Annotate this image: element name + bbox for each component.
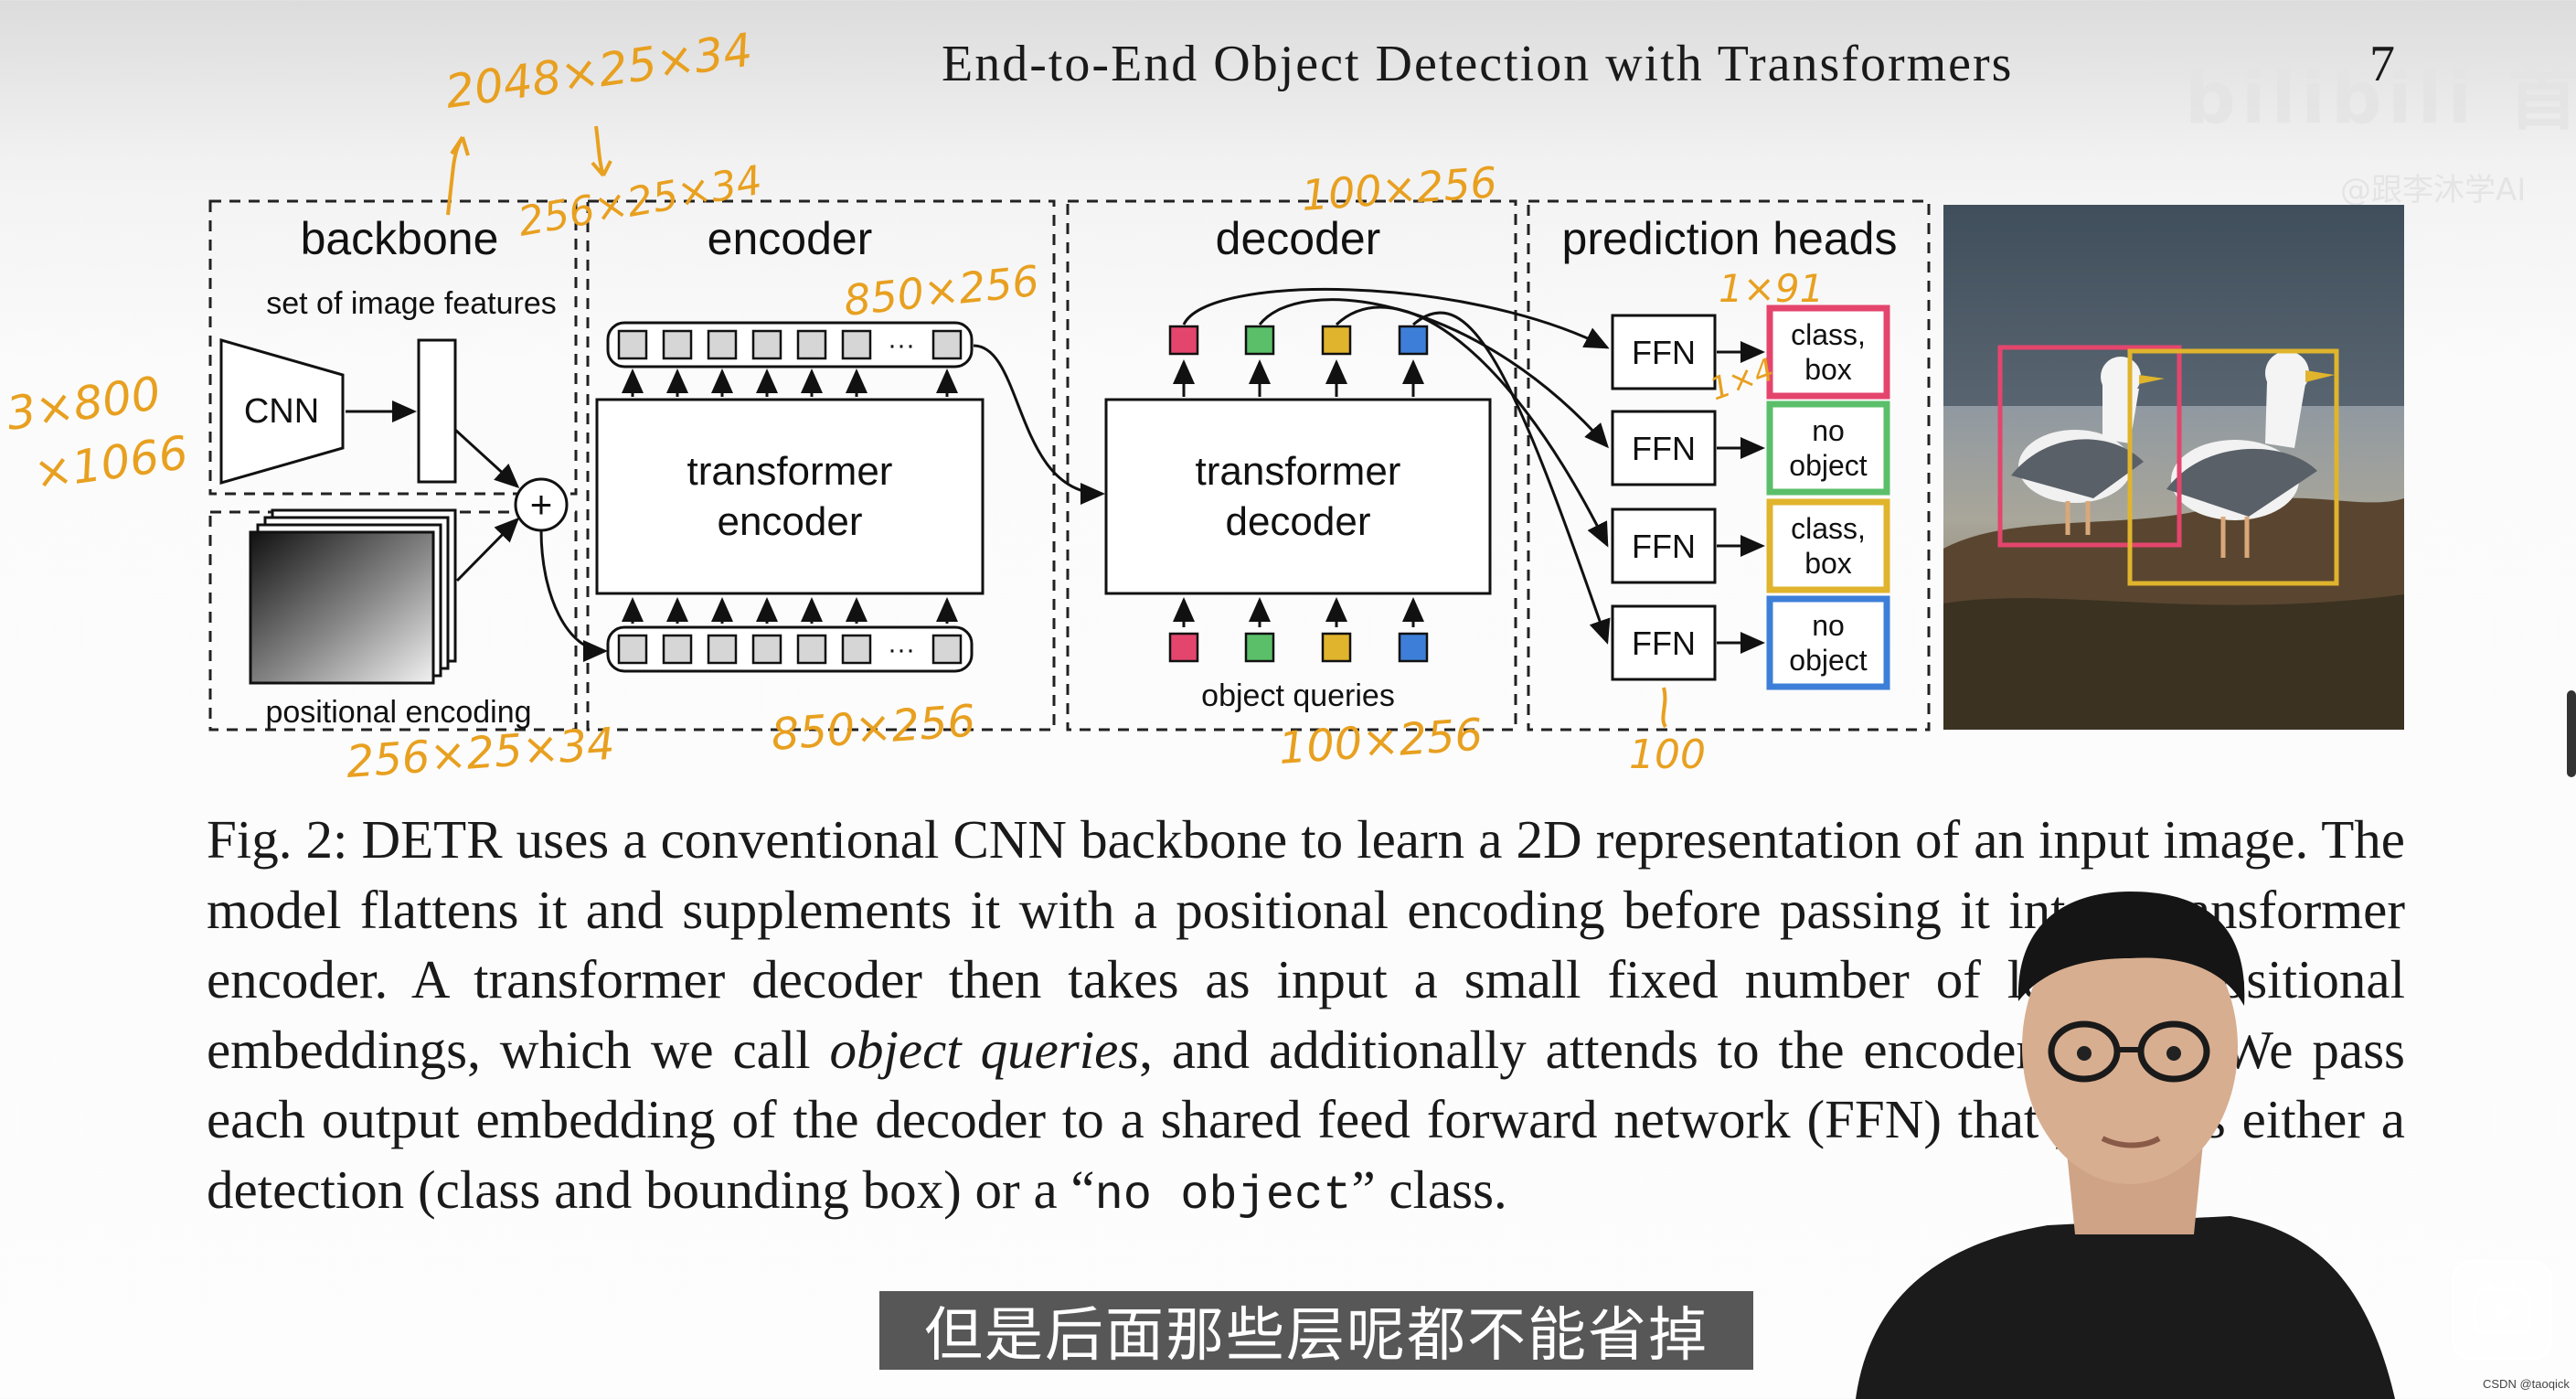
subtitle-bar: 但是后面那些层呢都不能省掉 <box>879 1291 1753 1370</box>
scroll-handle[interactable] <box>2567 690 2576 777</box>
csdn-watermark: CSDN @taoqick <box>2483 1377 2570 1391</box>
play-button[interactable] <box>2452 1260 2552 1361</box>
play-icon <box>2454 1263 2549 1358</box>
subtitle-text: 但是后面那些层呢都不能省掉 <box>924 1288 1708 1372</box>
presenter-figure <box>1856 892 2395 1399</box>
